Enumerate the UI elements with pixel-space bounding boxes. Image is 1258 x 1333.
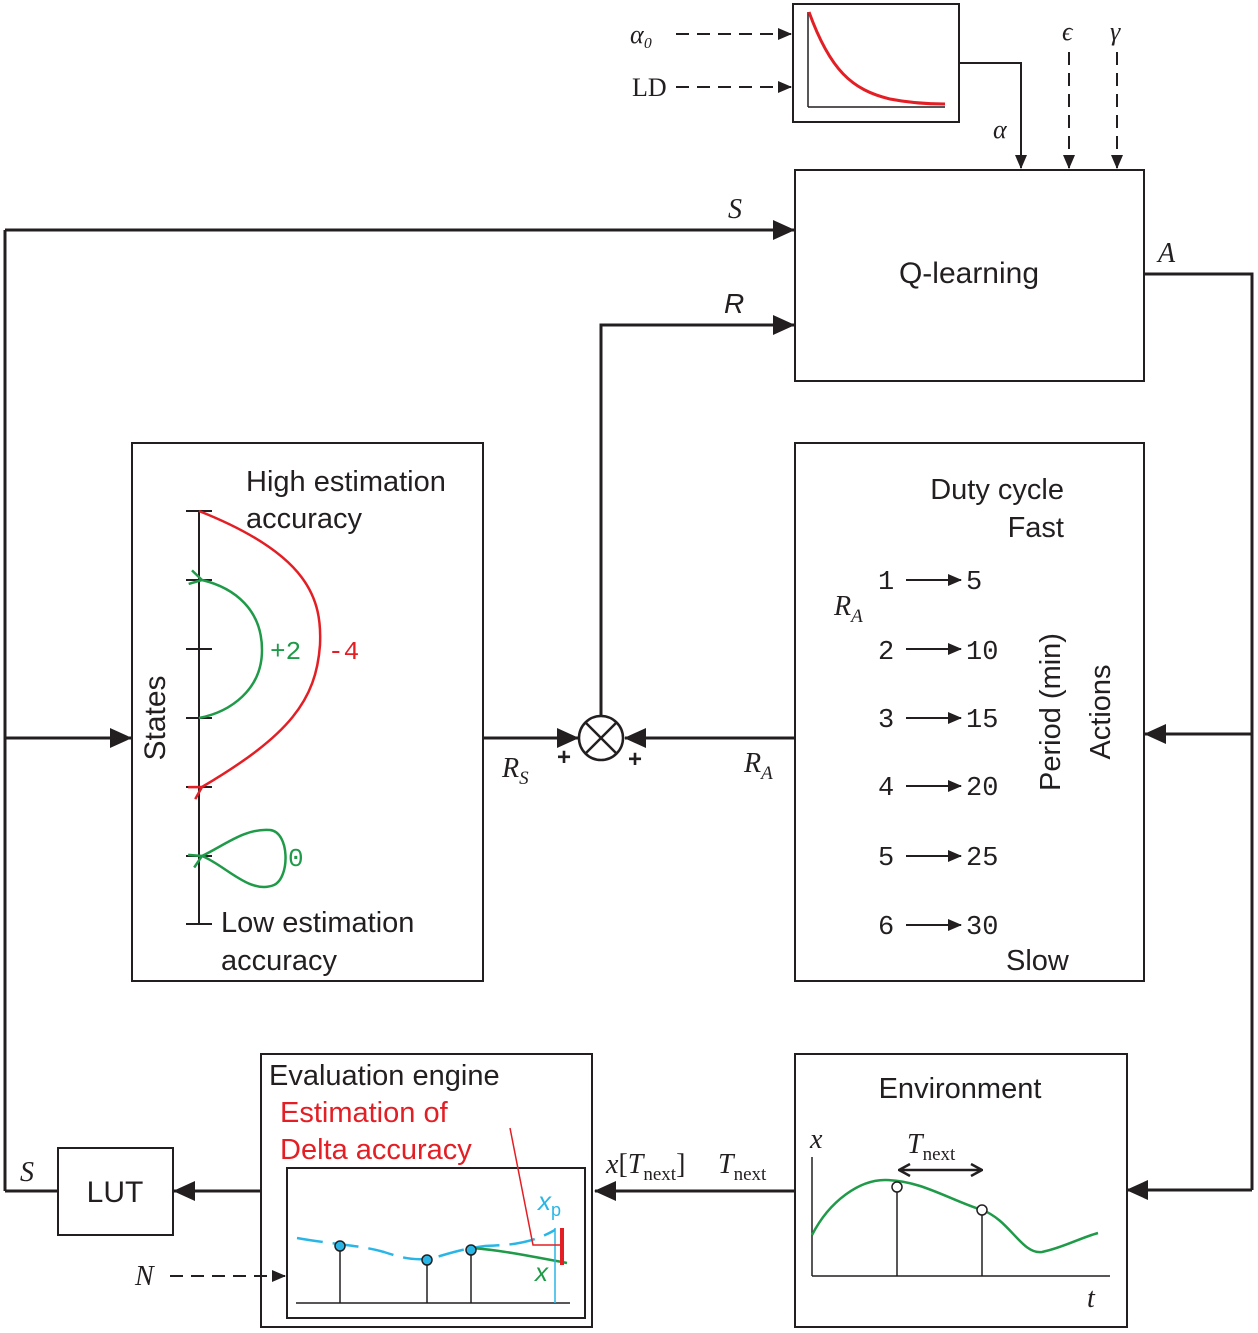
summing-junction: + + RS RA xyxy=(501,714,773,789)
q-learning-title: Q-learning xyxy=(899,257,1039,290)
r-label: R xyxy=(724,288,744,319)
n-label: N xyxy=(134,1261,155,1292)
alpha-label: α xyxy=(993,115,1008,144)
env-x-label: x xyxy=(809,1124,823,1155)
env-t-label: t xyxy=(1087,1283,1096,1314)
action-period: 20 xyxy=(966,774,998,804)
env-signal-curve xyxy=(810,1178,1099,1254)
action-period: 5 xyxy=(966,568,982,598)
environment-box xyxy=(794,1053,1128,1328)
states-axis-label: States xyxy=(139,675,172,760)
tnext-label: Tnext xyxy=(907,1129,956,1165)
environment-block: Environment x t Tnext xyxy=(794,1053,1128,1328)
q-learning-block: Q-learning xyxy=(794,169,1145,382)
action-index: 1 xyxy=(878,568,894,598)
action-row-2: 2 10 xyxy=(878,638,998,668)
environment-title: Environment xyxy=(879,1073,1042,1105)
states-block: States High estimation accuracy Low esti… xyxy=(131,442,484,982)
duty-cycle-label: Duty cycle xyxy=(930,474,1064,506)
lut-block: LUT xyxy=(57,1147,174,1236)
action-row-4: 4 20 xyxy=(878,774,998,804)
a-output-line xyxy=(1144,272,1254,1190)
action-index: 3 xyxy=(878,706,894,736)
action-index: 6 xyxy=(878,913,894,943)
eval-sample-point xyxy=(421,1254,433,1266)
action-period: 10 xyxy=(966,638,998,668)
s-top-label: S xyxy=(728,194,742,225)
zero-self-loop-arrow xyxy=(202,828,287,889)
action-index: 4 xyxy=(878,774,894,804)
x-tnext-label: x[Tnext] xyxy=(605,1149,685,1185)
alpha-arrow xyxy=(959,62,1027,169)
reward-minus4: -4 xyxy=(328,637,359,667)
wiring: S S R A xyxy=(3,194,1254,1201)
ld-label: LD xyxy=(632,73,667,102)
sum-cross-b xyxy=(584,721,618,755)
alpha0-label: α₀ xyxy=(630,20,653,49)
actions-ra-label: RA xyxy=(833,591,863,627)
high-accuracy-line2: accuracy xyxy=(246,503,363,535)
high-accuracy-line1: High estimation xyxy=(246,466,446,498)
sampled-signal-label: x[Tnext] Tnext xyxy=(605,1149,767,1185)
action-row-6: 6 30 xyxy=(878,913,998,943)
env-sample-point xyxy=(891,1181,903,1193)
actual-curve xyxy=(471,1246,568,1265)
rs-label: RS xyxy=(501,753,529,789)
low-accuracy-line1: Low estimation xyxy=(221,907,414,939)
predicted-curve xyxy=(296,1228,556,1261)
states-box xyxy=(131,442,484,982)
minus4-transition-arrow xyxy=(199,509,322,787)
delta-pointer-line xyxy=(509,1127,560,1246)
action-period: 15 xyxy=(966,706,998,736)
actions-block: Duty cycle Fast Slow RA Period (min) Act… xyxy=(794,442,1145,982)
eval-sample-point xyxy=(334,1240,346,1252)
plus-right: + xyxy=(628,746,642,773)
actions-box xyxy=(794,442,1145,982)
gamma-label: γ xyxy=(1110,17,1121,46)
learning-rate-schedule: α₀ LD α ϵ γ xyxy=(630,3,1123,169)
tnext-output-label: Tnext xyxy=(718,1149,767,1185)
a-label: A xyxy=(1156,238,1176,269)
fast-label: Fast xyxy=(1008,512,1064,544)
evaluation-engine-block: Evaluation engine Estimation of Delta ac… xyxy=(134,1053,593,1328)
low-accuracy-line2: accuracy xyxy=(221,945,338,977)
period-axis-label: Period (min) xyxy=(1035,633,1067,791)
epsilon-label: ϵ xyxy=(1062,17,1074,46)
evaluation-inner-plot-box xyxy=(286,1167,586,1319)
r-to-qlearning-arrow xyxy=(599,315,795,717)
x-actual-label: x xyxy=(533,1257,549,1287)
reward-zero: 0 xyxy=(288,844,304,874)
action-row-5: 5 25 xyxy=(878,844,998,874)
evaluation-box xyxy=(260,1053,593,1328)
delta-accuracy-line1: Estimation of xyxy=(280,1097,449,1129)
action-row-3: 3 15 xyxy=(878,706,998,736)
eval-sample-point xyxy=(465,1244,477,1256)
lut-box xyxy=(57,1147,174,1236)
action-row-1: 1 5 xyxy=(878,568,982,598)
s-bottom-label: S xyxy=(20,1157,34,1188)
plus2-transition-arrow xyxy=(199,580,264,720)
plus-left: + xyxy=(557,744,571,771)
decay-curve xyxy=(807,11,946,106)
evaluation-title: Evaluation engine xyxy=(269,1060,500,1092)
action-period: 30 xyxy=(966,913,998,943)
reward-plus2: +2 xyxy=(270,637,301,667)
ra-label: RA xyxy=(743,748,773,784)
actions-axis-label: Actions xyxy=(1085,664,1117,759)
env-sample-point xyxy=(976,1204,988,1216)
xp-label: xp xyxy=(536,1186,561,1220)
action-period: 25 xyxy=(966,844,998,874)
action-index: 5 xyxy=(878,844,894,874)
slow-label: Slow xyxy=(1006,945,1070,977)
delta-accuracy-line2: Delta accuracy xyxy=(280,1134,472,1166)
action-index: 2 xyxy=(878,638,894,668)
lut-label: LUT xyxy=(87,1176,144,1209)
